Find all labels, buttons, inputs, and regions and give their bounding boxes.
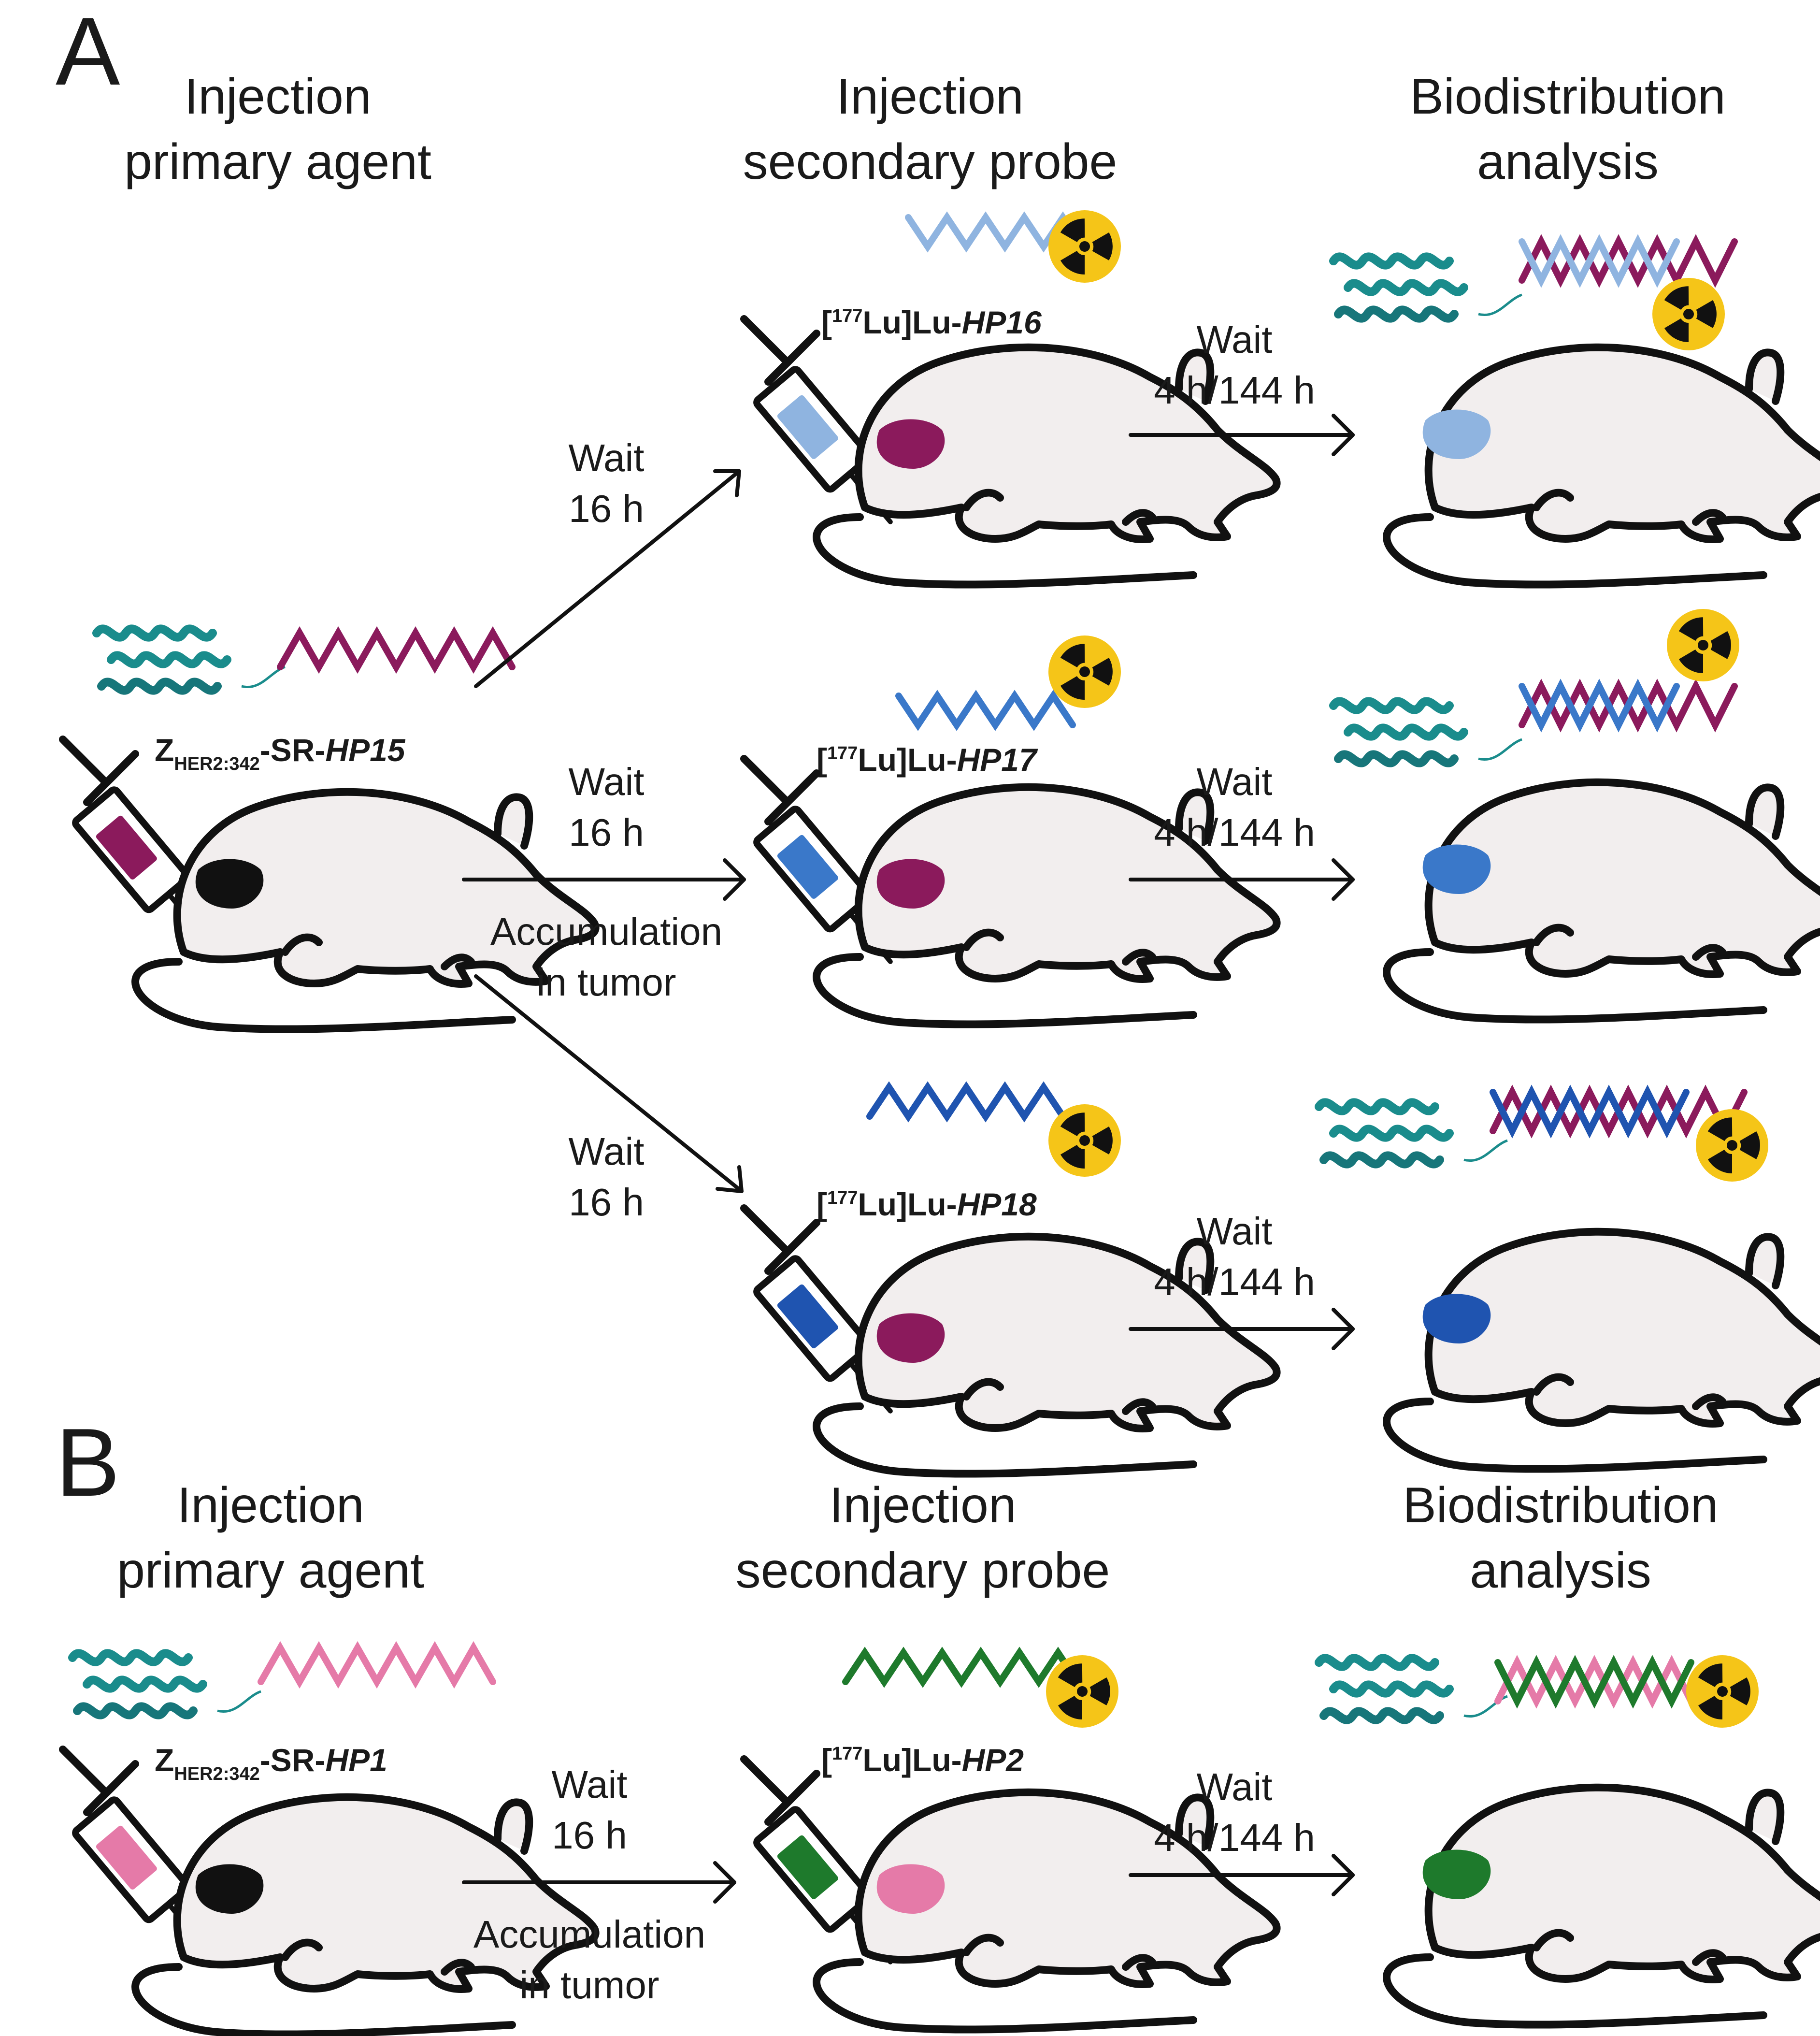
panel-a: A Injection primary agent Injection seco… — [56, 0, 1820, 1474]
col-head-primary-b-line2: primary agent — [117, 1543, 424, 1599]
radiation-icon — [1686, 1655, 1759, 1728]
tumor-icon — [195, 859, 264, 909]
wait-primary-b-line1: Wait — [551, 1763, 627, 1806]
probe-label-2: [177Lu]Lu-HP18 — [817, 1186, 1037, 1222]
col-head-analysis-line1: Biodistribution — [1410, 69, 1725, 125]
wait-primary-mid-line2: 16 h — [569, 811, 644, 854]
mouse-icon — [1387, 1232, 1820, 1469]
mouse-icon — [1387, 1788, 1820, 2025]
col-head-primary-line2: primary agent — [124, 134, 431, 190]
wait-primary-top-line1: Wait — [568, 436, 644, 479]
col-head-secondary-b-line2: secondary probe — [736, 1543, 1110, 1599]
panel-letter-b: B — [56, 1409, 120, 1516]
tumor-icon — [876, 419, 945, 469]
radiation-icon — [1048, 1104, 1121, 1177]
col-head-secondary-line1: Injection — [836, 69, 1023, 125]
wait-primary-b-line2: 16 h — [552, 1814, 627, 1857]
mouse-icon — [1387, 347, 1820, 585]
wait-secondary-2-line2: 4 h/144 h — [1154, 1260, 1315, 1303]
wait-primary-mid-line1: Wait — [568, 760, 644, 803]
affibody-protein-icon — [1319, 1658, 1507, 1719]
mouse-icon — [1387, 782, 1820, 1020]
primary-agent-a: ZHER2:342-SR-HP15 — [63, 629, 596, 1029]
probe-row-a-2: [177Lu]Lu-HP18 Wait 4 h/144 h — [744, 1081, 1820, 1474]
wait-secondary-1-line1: Wait — [1196, 760, 1272, 803]
syringe-fill — [777, 835, 838, 899]
wait-secondary-b-line2: 4 h/144 h — [1154, 1816, 1315, 1859]
tumor-icon — [876, 1864, 945, 1914]
col-head-primary-line1: Injection — [184, 69, 371, 125]
arrows-primary-a — [462, 469, 746, 1193]
syringe-fill — [777, 1284, 838, 1348]
probe-row-b: [177Lu]Lu-HP2 Wait 4 h/144 h — [744, 1646, 1820, 2030]
dna-strand-icon — [895, 690, 1076, 731]
wait-primary-bottom-line1: Wait — [568, 1130, 644, 1173]
probe-label-b: [177Lu]Lu-HP2 — [821, 1742, 1024, 1778]
syringe-fill — [777, 395, 838, 459]
accumulation-line1: Accumulation — [490, 910, 722, 953]
dna-strand-icon — [866, 1081, 1066, 1123]
col-head-analysis-b-line2: analysis — [1470, 1543, 1651, 1599]
wait-secondary-b-line1: Wait — [1196, 1765, 1272, 1808]
wait-secondary-2-line1: Wait — [1196, 1210, 1272, 1253]
arrow-icon — [474, 469, 741, 688]
dna-strand-icon — [842, 1646, 1081, 1688]
dna-strand-icon — [277, 626, 516, 674]
panel-letter-a: A — [56, 0, 120, 105]
primary-agent-label-a: ZHER2:342-SR-HP15 — [155, 732, 406, 774]
primary-agent-b: ZHER2:342-SR-HP1 — [63, 1641, 596, 2035]
radiation-icon — [1048, 210, 1121, 283]
affibody-protein-icon — [97, 629, 285, 690]
probe-label-1: [177Lu]Lu-HP17 — [817, 742, 1038, 778]
dna-strand-icon — [258, 1641, 496, 1689]
radiation-icon — [1696, 1109, 1769, 1182]
probe-label-0: [177Lu]Lu-HP16 — [821, 304, 1042, 340]
probe-row-a-0: [177Lu]Lu-HP16 Wait 4 h/144 h — [744, 210, 1820, 585]
tumor-icon — [1422, 1294, 1491, 1343]
radiation-icon — [1046, 1655, 1119, 1728]
probe-row-a-1: [177Lu]Lu-HP17 Wait 4 h/144 h — [744, 609, 1820, 1025]
tumor-icon — [876, 859, 945, 909]
radiation-icon — [1667, 609, 1740, 681]
wait-secondary-0-line1: Wait — [1196, 318, 1272, 361]
tumor-icon — [876, 1313, 945, 1363]
syringe-fill — [96, 1825, 157, 1890]
syringe-fill — [777, 1835, 838, 1899]
col-head-analysis-line2: analysis — [1477, 134, 1659, 190]
radiation-icon — [1652, 278, 1725, 350]
affibody-protein-icon — [72, 1653, 261, 1715]
tumor-icon — [1422, 844, 1491, 894]
col-head-secondary-line2: secondary probe — [743, 134, 1118, 190]
arrow-icon — [474, 974, 744, 1193]
col-head-primary-b-line1: Injection — [177, 1477, 364, 1533]
tumor-icon — [1422, 1849, 1491, 1899]
syringe-fill — [96, 815, 157, 880]
wait-secondary-1-line2: 4 h/144 h — [1154, 811, 1315, 854]
radiation-icon — [1048, 635, 1121, 708]
col-head-analysis-b-line1: Biodistribution — [1403, 1477, 1718, 1533]
wait-primary-bottom-line2: 16 h — [569, 1181, 644, 1224]
tumor-icon — [195, 1864, 264, 1914]
affibody-protein-icon — [1319, 1102, 1507, 1164]
wait-secondary-0-line2: 4 h/144 h — [1154, 369, 1315, 412]
panel-b: B Injection primary agent Injection seco… — [56, 1409, 1820, 2035]
accumulation-line2: in tumor — [537, 961, 676, 1004]
col-head-secondary-b-line1: Injection — [829, 1477, 1016, 1533]
primary-agent-label-b: ZHER2:342-SR-HP1 — [155, 1742, 387, 1784]
affibody-protein-icon — [1333, 701, 1522, 763]
affibody-protein-icon — [1333, 257, 1522, 318]
wait-primary-top-line2: 16 h — [569, 487, 644, 530]
tumor-icon — [1422, 409, 1491, 459]
accumulation-b-line1: Accumulation — [473, 1913, 705, 1956]
accumulation-b-line2: in tumor — [520, 1964, 659, 2007]
